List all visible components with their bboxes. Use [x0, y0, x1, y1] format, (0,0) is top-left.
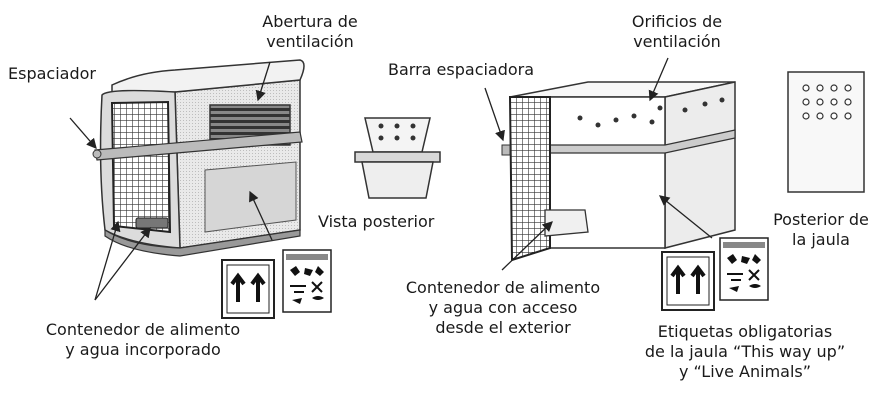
live-animals-label-icon-2 [719, 237, 769, 301]
mandatory-labels-caption-line1: Etiquetas obligatorias [657, 322, 833, 341]
ventilation-opening-label: Abertura de ventilación [240, 12, 380, 52]
ventilation-holes-label-line1: Orificios de [631, 12, 723, 31]
mandatory-labels-caption-line2: de la jaula “This way up” [644, 342, 846, 361]
external-feeder-label: Contenedor de alimento y agua con acceso… [368, 278, 638, 338]
crate-rear-label: Posterior de la jaula [752, 210, 890, 250]
crate-rear-label-line1: Posterior de [773, 210, 869, 229]
wooden-crate [501, 81, 736, 262]
ventilation-holes-label: Orificios de ventilación [612, 12, 742, 52]
ventilation-holes-label-line2: ventilación [633, 32, 721, 51]
this-way-up-label-icon [221, 259, 275, 319]
ventilation-opening-label-line2: ventilación [266, 32, 354, 51]
live-animals-label-icon [282, 249, 332, 313]
ventilation-opening-label-line1: Abertura de [262, 12, 358, 31]
built-in-feeder-label: Contenedor de alimento y agua incorporad… [8, 320, 278, 360]
this-way-up-label-icon-2 [661, 251, 715, 311]
external-feeder-label-line1: Contenedor de alimento [405, 278, 601, 297]
built-in-feeder-label-line2: y agua incorporado [65, 340, 221, 359]
crate-rear-label-line2: la jaula [792, 230, 850, 249]
rear-view-crate [354, 117, 441, 199]
rear-view-label: Vista posterior [318, 212, 435, 231]
spacer-label: Espaciador [8, 64, 96, 83]
plastic-crate [92, 59, 305, 257]
external-feeder-label-line3: desde el exterior [435, 318, 571, 337]
external-feeder-label-line2: y agua con acceso [428, 298, 578, 317]
spacer-bar-label: Barra espaciadora [388, 60, 535, 79]
built-in-feeder-label-line1: Contenedor de alimento [45, 320, 241, 339]
mandatory-labels-caption: Etiquetas obligatorias de la jaula “This… [610, 322, 880, 382]
crate-rear-panel [787, 71, 865, 193]
mandatory-labels-caption-line3: y “Live Animals” [678, 362, 812, 381]
pointer-lines [69, 57, 713, 301]
